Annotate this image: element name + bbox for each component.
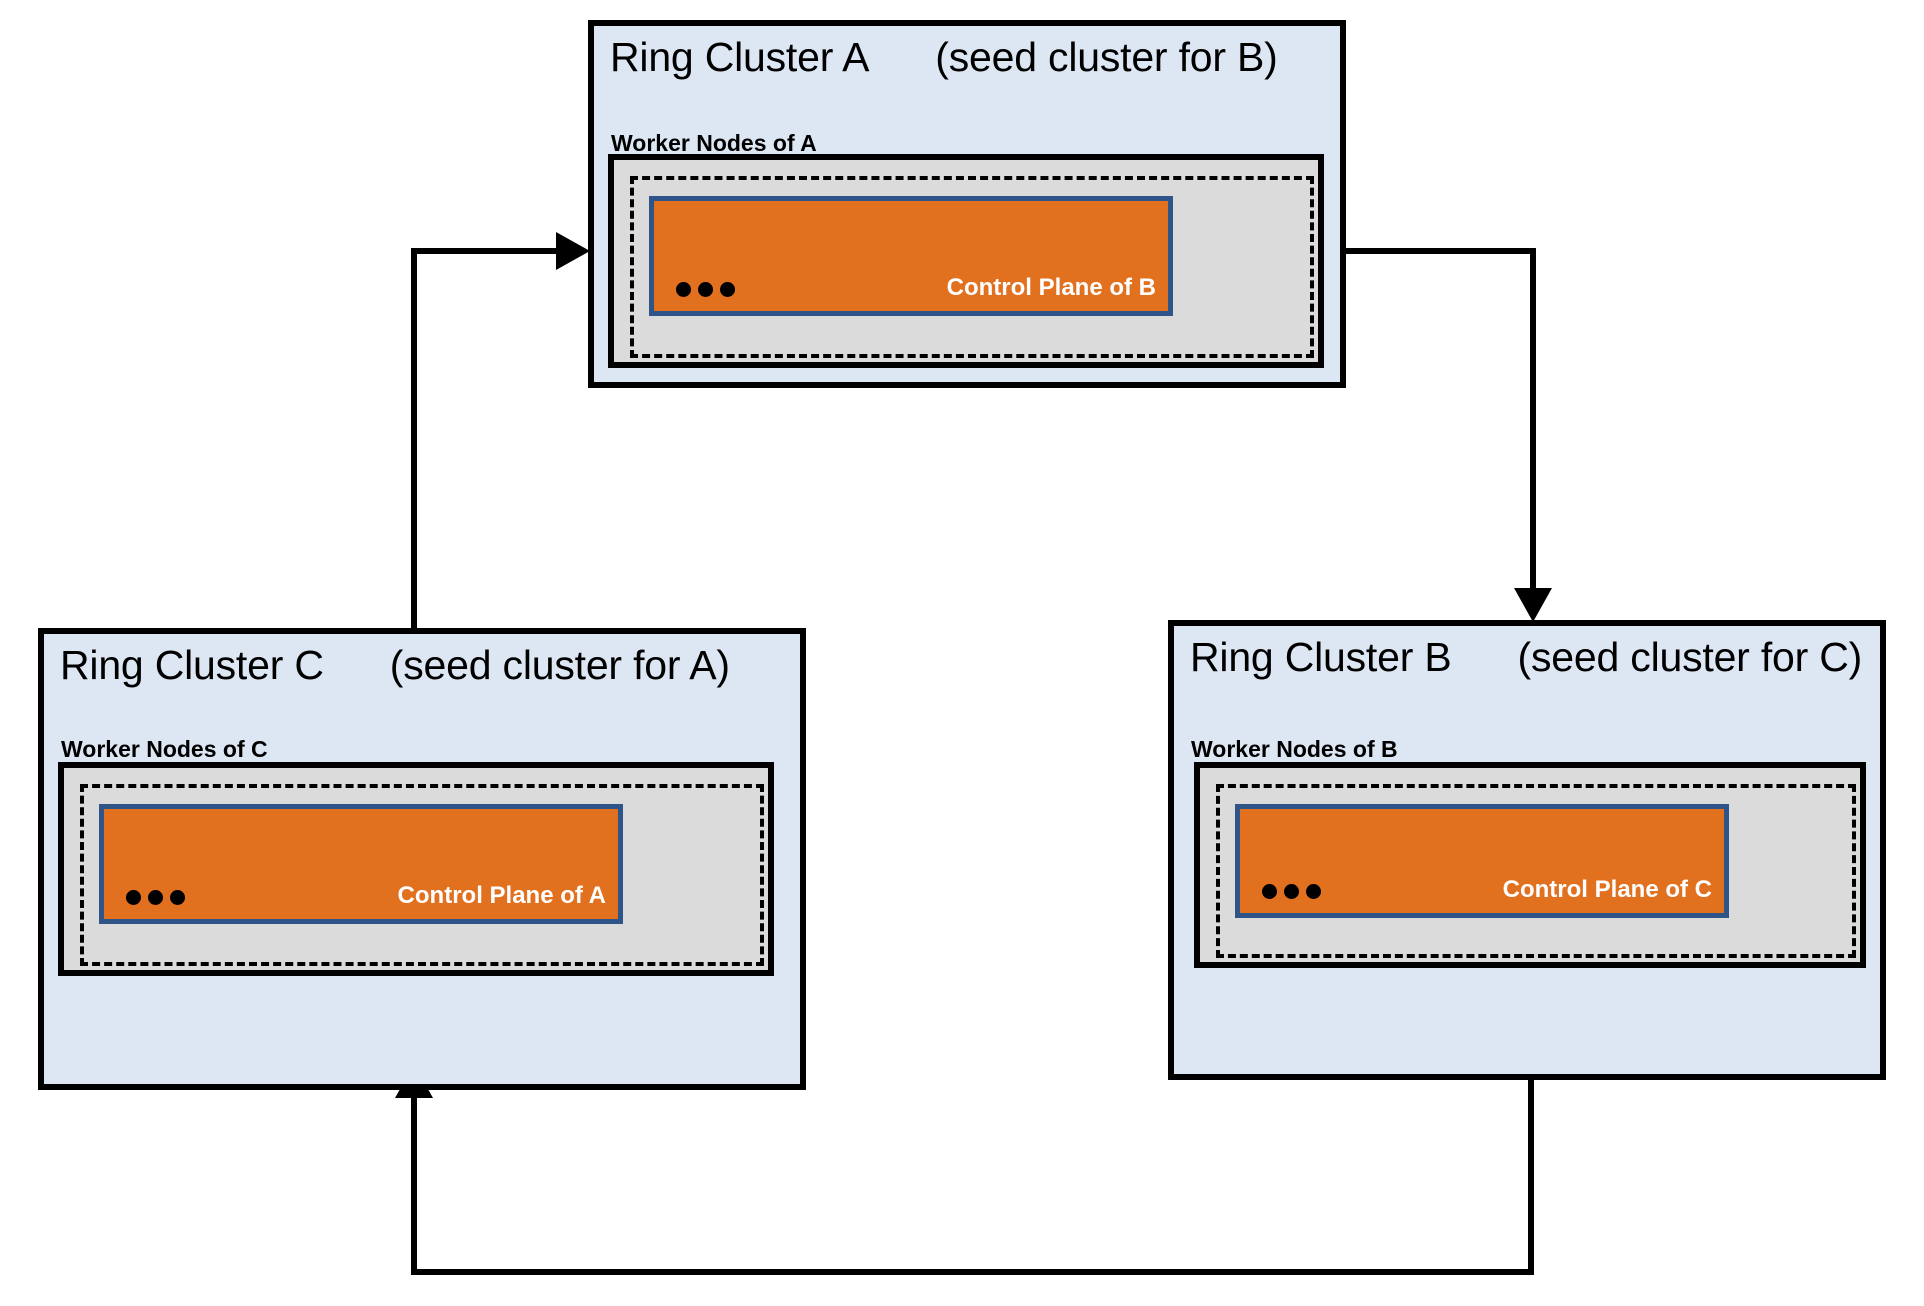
cluster-c-worker-label: Worker Nodes of C xyxy=(61,736,268,762)
cluster-b-ellipsis-dots xyxy=(1262,884,1321,899)
cluster-a-title: Ring Cluster A (seed cluster for B) xyxy=(610,34,1278,81)
cluster-a-worker-nodes[interactable]: Control Plane of B xyxy=(608,154,1324,368)
cluster-a-worker-label: Worker Nodes of A xyxy=(611,130,817,156)
arrow-head-into-b xyxy=(1514,588,1552,622)
cluster-b-worker-label: Worker Nodes of B xyxy=(1191,736,1398,762)
cluster-c-control-plane[interactable]: Control Plane of A xyxy=(99,804,623,924)
cluster-b-control-plane-label: Control Plane of C xyxy=(1502,876,1712,903)
cluster-b-node-boundary: Control Plane of C xyxy=(1216,784,1856,958)
connector-c-to-a xyxy=(411,232,590,628)
cluster-c-title: Ring Cluster C (seed cluster for A) xyxy=(60,642,730,689)
cluster-c-name: Ring Cluster C xyxy=(60,642,324,688)
cluster-b-control-plane[interactable]: Control Plane of C xyxy=(1235,804,1729,918)
cluster-a-node-boundary: Control Plane of B xyxy=(630,176,1314,358)
cluster-c[interactable]: Ring Cluster C (seed cluster for A) Work… xyxy=(38,628,806,1090)
arrow-head-into-a xyxy=(556,232,590,270)
cluster-c-worker-nodes[interactable]: Control Plane of A xyxy=(58,762,774,976)
cluster-a-seed-note: (seed cluster for B) xyxy=(935,34,1278,80)
cluster-c-control-plane-label: Control Plane of A xyxy=(397,882,606,909)
cluster-a-control-plane-label: Control Plane of B xyxy=(946,274,1156,301)
cluster-b-worker-nodes[interactable]: Control Plane of C xyxy=(1194,762,1866,968)
connector-a-to-b xyxy=(1345,248,1552,622)
cluster-a-name: Ring Cluster A xyxy=(610,34,870,80)
cluster-a-ellipsis-dots xyxy=(676,282,735,297)
cluster-b-name: Ring Cluster B xyxy=(1190,634,1452,680)
cluster-b-seed-note: (seed cluster for C) xyxy=(1517,634,1863,680)
cluster-b[interactable]: Ring Cluster B (seed cluster for C) Work… xyxy=(1168,620,1886,1080)
cluster-c-seed-note: (seed cluster for A) xyxy=(389,642,730,688)
cluster-a-control-plane[interactable]: Control Plane of B xyxy=(649,196,1173,316)
cluster-c-ellipsis-dots xyxy=(126,890,185,905)
cluster-a[interactable]: Ring Cluster A (seed cluster for B) Work… xyxy=(588,20,1346,388)
cluster-b-title: Ring Cluster B (seed cluster for C) xyxy=(1190,634,1862,681)
cluster-c-node-boundary: Control Plane of A xyxy=(80,784,764,966)
connector-b-to-c xyxy=(395,1064,1534,1275)
